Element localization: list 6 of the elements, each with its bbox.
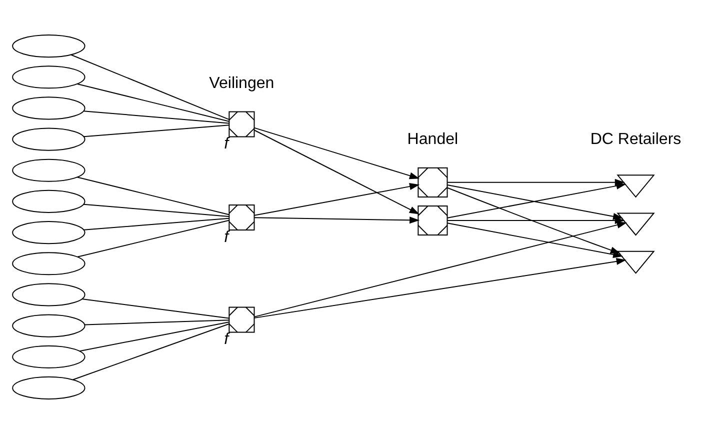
node-label: f [224, 134, 229, 152]
node-label: f [224, 227, 229, 246]
label: DC Retailers [590, 130, 682, 148]
label: Veilingen [209, 73, 274, 92]
label: Handel [407, 130, 458, 148]
node-label: f [224, 330, 229, 348]
